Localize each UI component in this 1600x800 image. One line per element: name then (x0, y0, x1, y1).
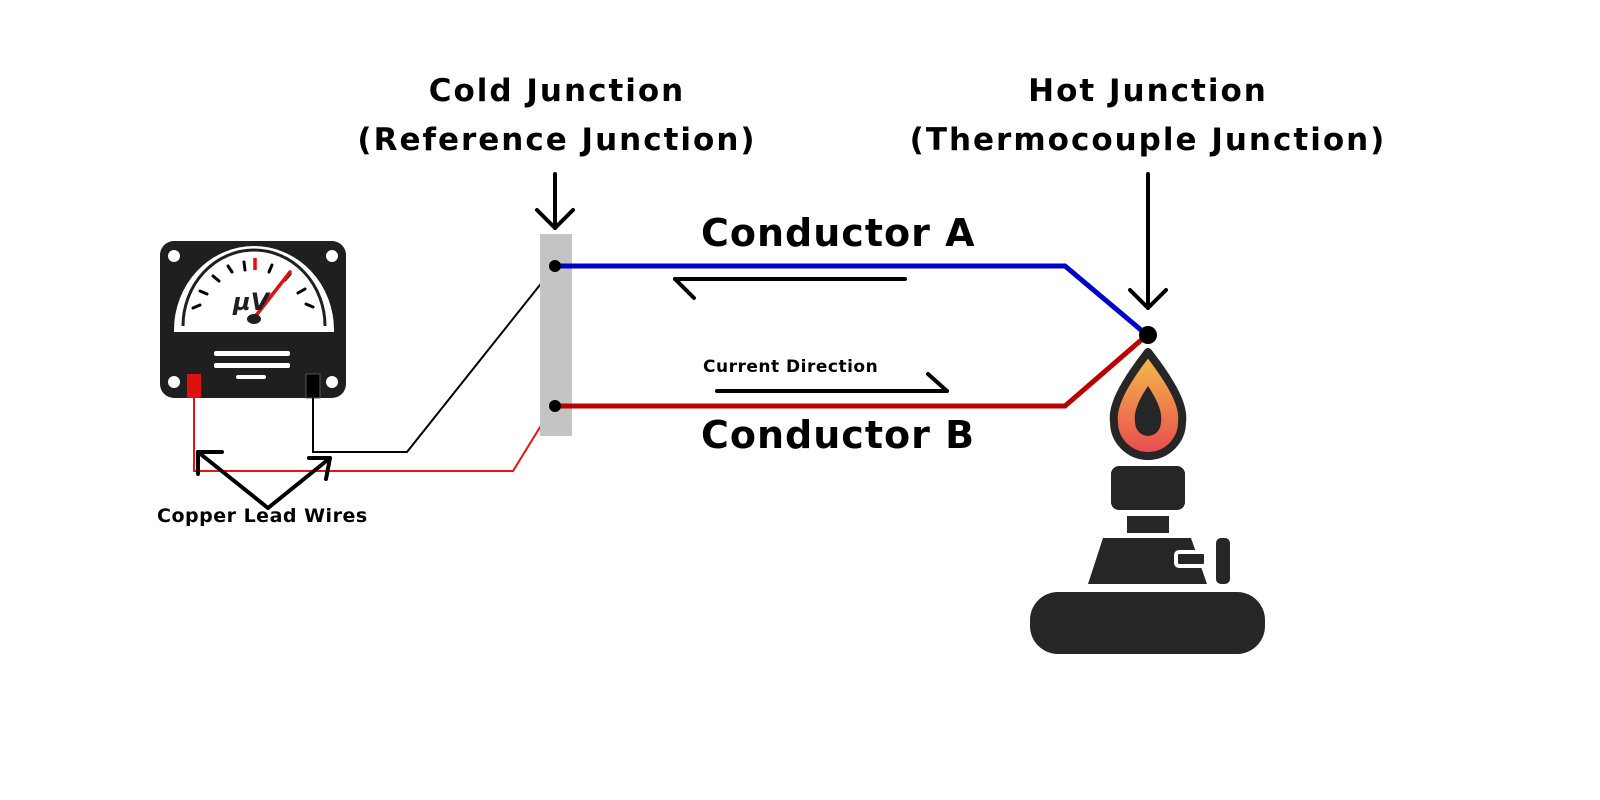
copper-lead-wires-label: Copper Lead Wires (157, 505, 368, 527)
burner-body (1088, 538, 1207, 584)
meter-screw (326, 250, 338, 262)
current-direction-label: Current Direction (703, 357, 879, 377)
lead-wire-pointer-right (266, 456, 332, 510)
meter-unit: µV (232, 288, 272, 316)
conductor-b-wire (555, 333, 1149, 409)
cold-junction-node-a (549, 260, 561, 272)
meter-screw (168, 250, 180, 262)
burner-top (1111, 466, 1185, 510)
meter-screw (326, 376, 338, 388)
hot-junction-node (1139, 326, 1157, 344)
hot-junction-title: Hot Junction (1028, 73, 1268, 109)
valve-knob (1216, 538, 1230, 584)
current-arrow-right (715, 372, 949, 393)
cold-junction-node-b (549, 400, 561, 412)
meter-slot (214, 363, 290, 368)
cold-junction-subtitle: (Reference Junction) (357, 122, 757, 158)
hot-junction-subtitle: (Thermocouple Junction) (909, 122, 1387, 158)
gas-valve (1174, 550, 1208, 568)
hot-junction-arrow (1128, 172, 1168, 310)
meter-screw (168, 376, 180, 388)
red-lead-wire (193, 398, 554, 472)
meter-slot (236, 375, 266, 379)
meter-slot (214, 351, 290, 356)
cold-junction-arrow (535, 172, 575, 230)
lead-wire-pointer-left (196, 450, 270, 510)
current-arrow-left (673, 277, 907, 300)
needle-pivot (247, 314, 261, 324)
negative-terminal (305, 373, 321, 399)
burner (1030, 348, 1265, 654)
conductor-a-wire (555, 263, 1149, 337)
conductor-a-label: Conductor A (701, 211, 976, 255)
meter-needle (252, 270, 292, 320)
flame-core (1134, 386, 1162, 436)
positive-terminal (187, 374, 201, 398)
burner-neck (1127, 516, 1169, 533)
cold-junction-title: Cold Junction (428, 73, 686, 109)
microvoltmeter: µV (160, 241, 346, 399)
black-lead-wire (312, 265, 556, 453)
meter-dial (173, 246, 335, 332)
conductor-b-label: Conductor B (701, 413, 976, 457)
burner-base (1030, 592, 1265, 654)
